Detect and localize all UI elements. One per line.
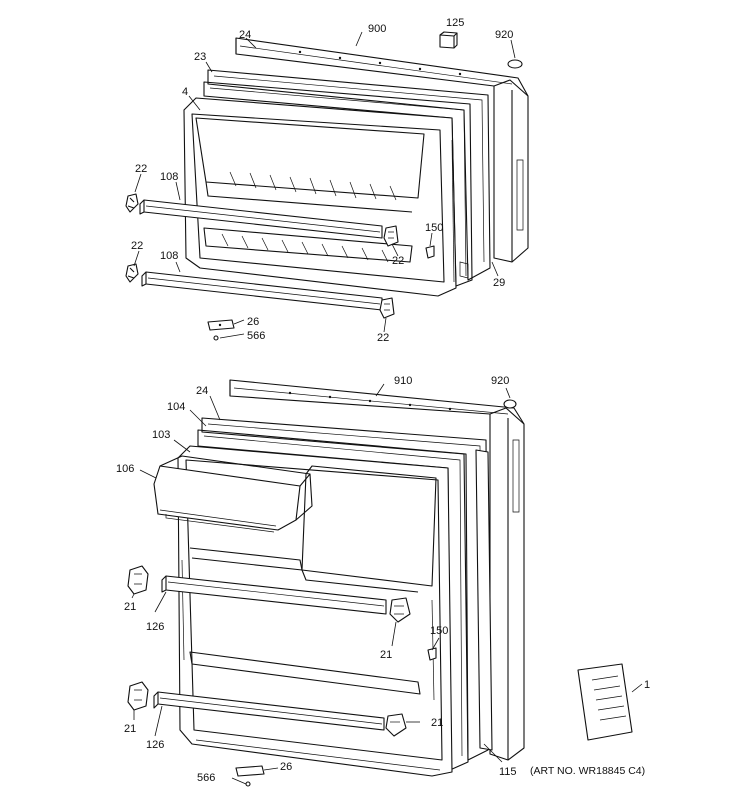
fresh-food-outer-door-panel: [229, 379, 525, 761]
label-21-left-lower: 21: [124, 723, 136, 735]
label-24-fresh-food: 24: [196, 385, 208, 397]
part-920-plug: [507, 59, 523, 69]
label-21-right-lower: 21: [431, 717, 443, 729]
fresh-food-side-strip: [475, 449, 493, 751]
freezer-shelf-support-right-lower: [379, 297, 395, 319]
fresh-food-dairy-bin: [153, 455, 313, 533]
fresh-food-part-920-plug: [503, 399, 517, 409]
label-126-lower: 126: [146, 739, 164, 751]
label-115: 115: [499, 766, 517, 778]
label-900: 900: [368, 23, 386, 35]
freezer-door-assembly: 900 125 920 24 23 4 22 108 22 108 150 22…: [125, 17, 529, 344]
label-21-left-upper: 21: [124, 601, 136, 613]
label-26-freezer: 26: [247, 316, 259, 328]
label-22-right-lower: 22: [377, 332, 389, 344]
freezer-shelf-support-right-upper: [383, 225, 399, 247]
fresh-food-shelf-support-left-lower: [127, 681, 149, 711]
fresh-food-shelf-support-left-upper: [127, 565, 149, 595]
label-126-upper: 126: [146, 621, 164, 633]
label-24-freezer: 24: [239, 29, 251, 41]
freezer-outer-door-panel: [235, 37, 529, 263]
part-125-pad: [439, 31, 458, 49]
label-22-left-lower: 22: [131, 240, 143, 252]
fresh-food-shelf-bar-upper: [161, 575, 387, 615]
freezer-hinge-pad: [207, 319, 235, 341]
fresh-food-shelf-bar-lower: [153, 691, 385, 731]
label-566-fresh-food: 566: [197, 772, 215, 784]
freezer-door-gasket: [207, 69, 491, 281]
fresh-food-shelf-support-right-lower: [385, 713, 407, 737]
label-125: 125: [446, 17, 464, 29]
fresh-food-hinge-pad: [235, 765, 265, 787]
art-number: (ART NO. WR18845 C4): [530, 765, 645, 777]
label-21-right-upper: 21: [380, 649, 392, 661]
label-920-freezer: 920: [495, 29, 513, 41]
label-29: 29: [493, 277, 505, 289]
freezer-shelf-bar-upper: [139, 199, 383, 239]
owners-literature-booklet: [577, 663, 633, 741]
label-4: 4: [182, 86, 188, 98]
label-108-upper: 108: [160, 171, 178, 183]
label-920-fresh-food: 920: [491, 375, 509, 387]
freezer-door-liner: [183, 97, 469, 297]
label-22-left-upper: 22: [135, 163, 147, 175]
label-26-fresh-food: 26: [280, 761, 292, 773]
freezer-shelf-support-left-upper: [125, 193, 139, 213]
label-910: 910: [394, 375, 412, 387]
label-1: 1: [644, 679, 650, 691]
label-106: 106: [116, 463, 134, 475]
label-103: 103: [152, 429, 170, 441]
fresh-food-part-150-screw: [427, 647, 437, 661]
label-22-right-upper: 22: [392, 255, 404, 267]
freezer-shelf-support-left-lower: [125, 263, 139, 283]
label-150-fresh-food: 150: [430, 625, 448, 637]
label-566-freezer: 566: [247, 330, 265, 342]
label-150-freezer: 150: [425, 222, 443, 234]
fresh-food-shelf-support-right-upper: [389, 597, 411, 623]
freezer-part-150-screw: [425, 245, 435, 259]
label-108-lower: 108: [160, 250, 178, 262]
label-23: 23: [194, 51, 206, 63]
fresh-food-door-assembly: 910 920 24 104 103 106 21 126 150 21 21 …: [116, 375, 650, 787]
label-104: 104: [167, 401, 185, 413]
